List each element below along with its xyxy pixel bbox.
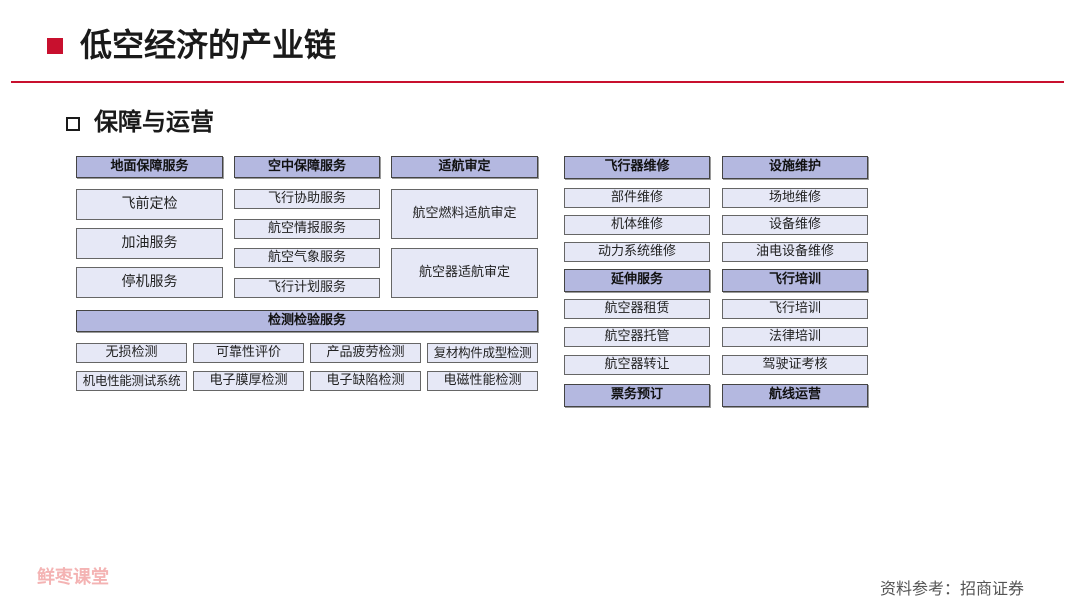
source-note: 资料参考：招商证券 [880,579,1025,598]
facility-maintenance-item: 场地维修 [722,188,868,208]
ground-support-header: 地面保障服务 [76,156,223,178]
watermark-text: 鲜枣课堂 [37,567,109,588]
facility-maintenance-item: 油电设备维修 [722,242,868,262]
aircraft-maintenance-item: 部件维修 [564,188,710,208]
ticket-booking-header: 票务预订 [564,384,710,407]
air-support-item: 飞行协助服务 [234,189,380,209]
testing-item: 复材构件成型检测 [427,343,538,363]
testing-item: 无损检测 [76,343,187,363]
extension-services-header: 延伸服务 [564,269,710,292]
testing-item: 电子膜厚检测 [193,371,304,391]
facility-maintenance-header: 设施维护 [722,156,868,179]
flight-training-header: 飞行培训 [722,269,868,292]
ground-support-item: 飞前定检 [76,189,223,220]
air-support-header: 空中保障服务 [234,156,380,178]
airworthiness-item: 航空燃料适航审定 [391,189,538,239]
air-support-item: 飞行计划服务 [234,278,380,298]
extension-services-item: 航空器转让 [564,355,710,375]
testing-item: 可靠性评价 [193,343,304,363]
flight-training-item: 飞行培训 [722,299,868,319]
facility-maintenance-item: 设备维修 [722,215,868,235]
aircraft-maintenance-header: 飞行器维修 [564,156,710,179]
page-title: 低空经济的产业链 [80,26,337,64]
flight-training-item: 驾驶证考核 [722,355,868,375]
ground-support-item: 加油服务 [76,228,223,259]
ground-support-item: 停机服务 [76,267,223,298]
section-title: 保障与运营 [94,108,214,136]
flight-training-item: 法律培训 [722,327,868,347]
aircraft-maintenance-item: 机体维修 [564,215,710,235]
air-support-item: 航空情报服务 [234,219,380,239]
air-support-item: 航空气象服务 [234,248,380,268]
testing-header: 检测检验服务 [76,310,538,332]
extension-services-item: 航空器租赁 [564,299,710,319]
airworthiness-item: 航空器适航审定 [391,248,538,298]
testing-item: 电子缺陷检测 [310,371,421,391]
title-divider [11,81,1064,83]
aircraft-maintenance-item: 动力系统维修 [564,242,710,262]
title-marker-square [47,38,63,54]
route-operations-header: 航线运营 [722,384,868,407]
testing-item: 机电性能测试系统 [76,371,187,391]
airworthiness-header: 适航审定 [391,156,538,178]
section-bullet-square [66,117,80,131]
extension-services-item: 航空器托管 [564,327,710,347]
testing-item: 电磁性能检测 [427,371,538,391]
testing-item: 产品疲劳检测 [310,343,421,363]
